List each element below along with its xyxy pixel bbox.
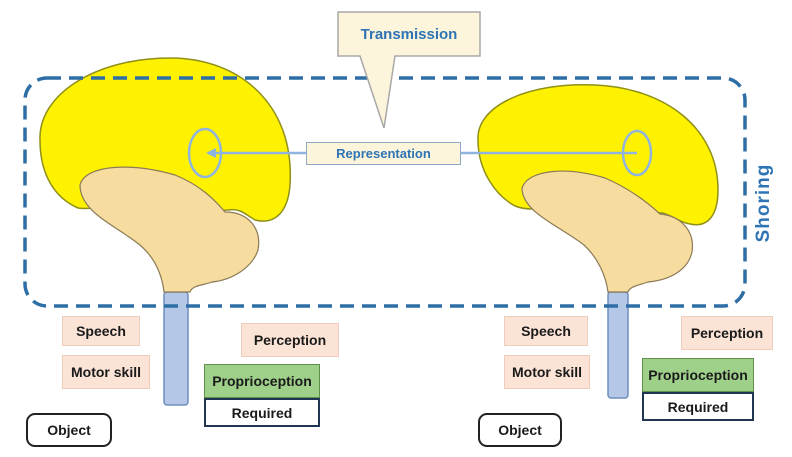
left-speech-label: Speech <box>62 316 140 346</box>
shoring-label: Shoring <box>753 163 774 243</box>
transmission-label: Transmission <box>360 25 458 43</box>
left-spinal-cord <box>163 291 189 406</box>
right-object-label: Object <box>478 413 562 447</box>
left-perception-label: Perception <box>241 323 339 357</box>
left-motor-skill-label: Motor skill <box>62 355 150 389</box>
transmission-callout <box>337 11 481 129</box>
left-proprioception-label: Proprioception <box>204 364 320 398</box>
representation-label: Representation <box>306 142 461 165</box>
left-object-label: Object <box>26 413 112 447</box>
right-proprioception-label: Proprioception <box>642 358 754 392</box>
right-required-label: Required <box>642 392 754 421</box>
left-required-label: Required <box>204 398 320 427</box>
right-spinal-cord <box>607 291 629 399</box>
left-representation-ellipse <box>187 127 223 179</box>
right-perception-label: Perception <box>681 316 773 350</box>
right-speech-label: Speech <box>504 316 588 346</box>
right-brainstem <box>521 170 693 293</box>
right-motor-skill-label: Motor skill <box>504 355 590 389</box>
right-representation-ellipse <box>621 129 653 177</box>
left-brainstem <box>79 166 260 293</box>
